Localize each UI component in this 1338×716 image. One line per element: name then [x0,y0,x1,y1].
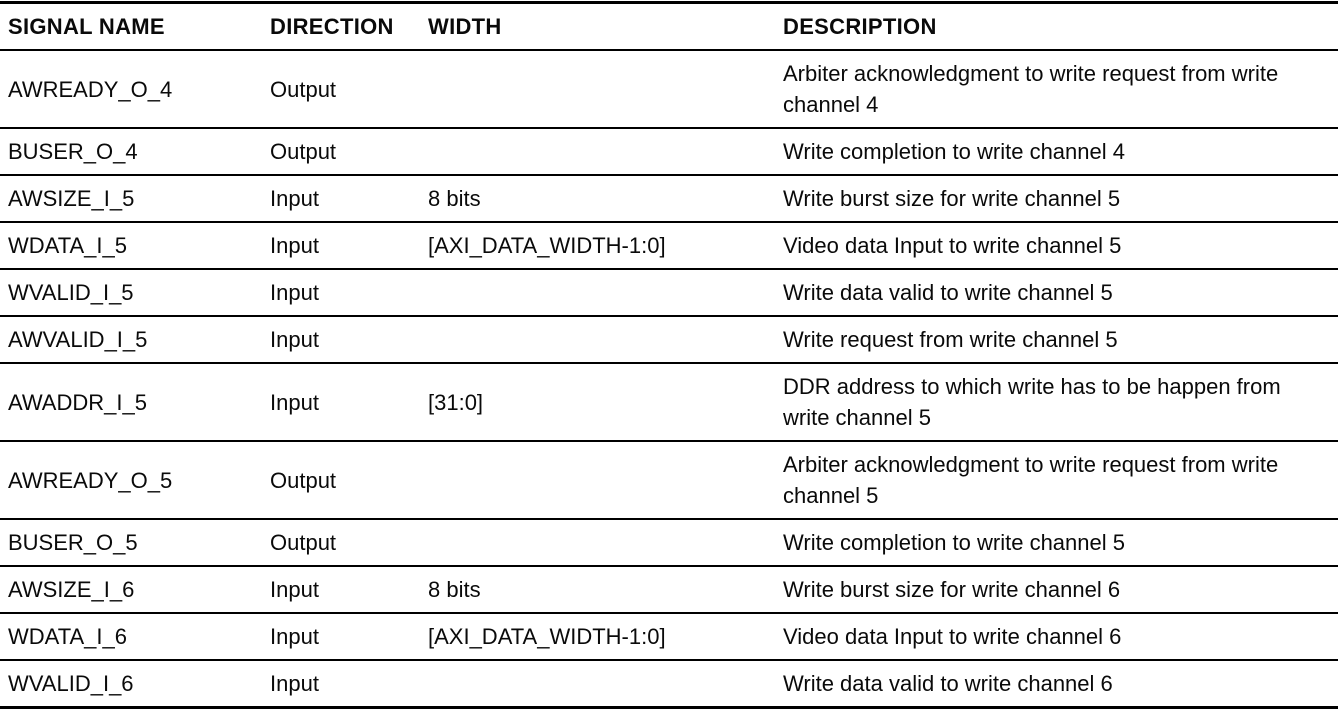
width-cell [428,316,783,364]
table-row: AWREADY_O_5 Output Arbiter acknowledgmen… [0,441,1338,520]
signal-name-cell: AWREADY_O_5 [0,441,270,520]
direction-cell: Input [270,660,428,709]
direction-cell: Input [270,222,428,270]
width-cell [428,441,783,520]
signal-name-cell: WVALID_I_5 [0,269,270,317]
width-cell: 8 bits [428,566,783,614]
width-cell: 8 bits [428,175,783,223]
description-cell: Write data valid to write channel 6 [783,660,1338,709]
direction-cell: Input [270,566,428,614]
signal-name-cell: BUSER_O_4 [0,128,270,176]
direction-cell: Output [270,50,428,129]
description-text: DDR address to which write has to be hap… [783,374,1281,430]
table-row: AWADDR_I_5 Input [31:0] DDR address to w… [0,363,1338,442]
description-text: Arbiter acknowledgment to write request … [783,452,1279,508]
description-cell: Write request from write channel 5 [783,316,1338,364]
description-cell: Arbiter acknowledgment to write request … [783,50,1338,129]
signal-name-cell: AWVALID_I_5 [0,316,270,364]
direction-cell: Input [270,269,428,317]
description-cell: Write completion to write channel 4 [783,128,1338,176]
signal-table-body: AWREADY_O_4 Output Arbiter acknowledgmen… [0,50,1338,709]
width-cell: [AXI_DATA_WIDTH-1:0] [428,222,783,270]
signal-name-cell: AWADDR_I_5 [0,363,270,442]
table-row: AWREADY_O_4 Output Arbiter acknowledgmen… [0,50,1338,129]
description-cell: Write burst size for write channel 5 [783,175,1338,223]
description-text: Arbiter acknowledgment to write request … [783,61,1279,117]
description-cell: Video data Input to write channel 5 [783,222,1338,270]
direction-cell: Output [270,128,428,176]
table-row: BUSER_O_4 Output Write completion to wri… [0,128,1338,176]
table-row: AWSIZE_I_6 Input 8 bits Write burst size… [0,566,1338,614]
width-cell: [AXI_DATA_WIDTH-1:0] [428,613,783,661]
table-row: WDATA_I_6 Input [AXI_DATA_WIDTH-1:0] Vid… [0,613,1338,661]
width-cell [428,519,783,567]
description-text: Write data valid to write channel 6 [783,671,1113,696]
description-text: Write data valid to write channel 5 [783,280,1113,305]
table-row: AWVALID_I_5 Input Write request from wri… [0,316,1338,364]
direction-cell: Input [270,613,428,661]
column-header-direction: DIRECTION [270,2,428,51]
column-header-width: WIDTH [428,2,783,51]
signal-name-cell: WDATA_I_6 [0,613,270,661]
direction-cell: Output [270,519,428,567]
description-cell: Write burst size for write channel 6 [783,566,1338,614]
signal-name-cell: AWSIZE_I_6 [0,566,270,614]
width-cell [428,269,783,317]
description-cell: DDR address to which write has to be hap… [783,363,1338,442]
signal-name-cell: AWSIZE_I_5 [0,175,270,223]
column-header-signal-name: SIGNAL NAME [0,2,270,51]
direction-cell: Input [270,175,428,223]
width-cell [428,50,783,129]
description-text: Video data Input to write channel 6 [783,624,1122,649]
signal-name-cell: WVALID_I_6 [0,660,270,709]
description-cell: Arbiter acknowledgment to write request … [783,441,1338,520]
description-cell: Video data Input to write channel 6 [783,613,1338,661]
signal-name-cell: BUSER_O_5 [0,519,270,567]
width-cell [428,128,783,176]
description-text: Write completion to write channel 5 [783,530,1125,555]
column-header-description: DESCRIPTION [783,2,1338,51]
signal-table-header-row: SIGNAL NAME DIRECTION WIDTH DESCRIPTION [0,2,1338,51]
table-row: BUSER_O_5 Output Write completion to wri… [0,519,1338,567]
width-cell: [31:0] [428,363,783,442]
description-cell: Write data valid to write channel 5 [783,269,1338,317]
table-row: WVALID_I_5 Input Write data valid to wri… [0,269,1338,317]
description-text: Write request from write channel 5 [783,327,1118,352]
description-text: Write burst size for write channel 5 [783,186,1121,211]
description-cell: Write completion to write channel 5 [783,519,1338,567]
description-text: Write completion to write channel 4 [783,139,1125,164]
description-text: Write burst size for write channel 6 [783,577,1121,602]
signal-name-cell: WDATA_I_5 [0,222,270,270]
table-row: AWSIZE_I_5 Input 8 bits Write burst size… [0,175,1338,223]
width-cell [428,660,783,709]
table-row: WDATA_I_5 Input [AXI_DATA_WIDTH-1:0] Vid… [0,222,1338,270]
table-row: WVALID_I_6 Input Write data valid to wri… [0,660,1338,709]
direction-cell: Output [270,441,428,520]
description-text: Video data Input to write channel 5 [783,233,1122,258]
direction-cell: Input [270,363,428,442]
direction-cell: Input [270,316,428,364]
signal-name-cell: AWREADY_O_4 [0,50,270,129]
